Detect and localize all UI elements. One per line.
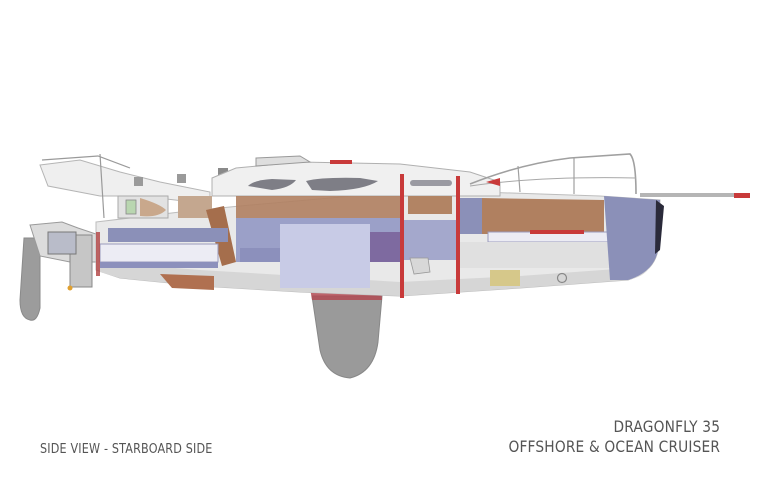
rudder bbox=[19, 237, 41, 321]
model-subtitle: OFFSHORE & OCEAN CRUISER bbox=[508, 437, 720, 456]
bowsprit bbox=[640, 193, 750, 197]
view-label: SIDE VIEW - STARBOARD SIDE bbox=[40, 442, 213, 457]
head-compartment bbox=[404, 220, 456, 260]
portlight bbox=[410, 180, 452, 186]
stern-bulkhead bbox=[96, 232, 100, 276]
forward-bulkhead bbox=[456, 176, 460, 294]
deckhouse-window-2 bbox=[306, 177, 378, 191]
cockpit-equipment bbox=[125, 199, 137, 215]
aft-cabin-berth-base bbox=[100, 262, 218, 268]
title-block: DRAGONFLY 35 OFFSHORE & OCEAN CRUISER bbox=[474, 417, 720, 457]
bow-stem bbox=[655, 200, 664, 254]
deckhouse-window-1 bbox=[248, 179, 296, 190]
aft-cabin-berth bbox=[99, 243, 219, 263]
stern-pulpit bbox=[41, 153, 131, 219]
forecabin-locker bbox=[490, 270, 520, 286]
saloon-woodwork bbox=[236, 196, 400, 218]
aft-cabin-ceiling bbox=[108, 228, 228, 242]
saloon-sole bbox=[240, 248, 280, 262]
outboard-bracket bbox=[47, 231, 77, 255]
stanchions bbox=[517, 158, 575, 194]
mast-step-marker bbox=[330, 160, 352, 164]
lifeline bbox=[469, 177, 637, 187]
head-toilet bbox=[409, 257, 431, 275]
winch-1 bbox=[134, 177, 143, 186]
winch-2 bbox=[177, 174, 186, 183]
cockpit-wheel-well bbox=[140, 198, 166, 217]
main-bulkhead bbox=[400, 174, 404, 298]
forecabin-woodwork bbox=[480, 198, 604, 234]
bowsprit-tip bbox=[734, 193, 750, 198]
aft-cabin-locker bbox=[160, 274, 214, 290]
hull-through-fitting bbox=[556, 272, 568, 284]
forward-hatch bbox=[486, 178, 500, 186]
galley-woodwork bbox=[408, 196, 452, 214]
saloon-table-volume bbox=[280, 224, 370, 288]
anchor-locker bbox=[604, 196, 660, 280]
guard-rail bbox=[469, 153, 637, 195]
companionway-hatch bbox=[255, 155, 312, 167]
forecabin-ceiling bbox=[460, 198, 482, 234]
forecabin-sole bbox=[460, 242, 610, 268]
model-title: DRAGONFLY 35 bbox=[613, 417, 720, 436]
saloon-settee bbox=[370, 232, 402, 262]
engine-detail bbox=[67, 285, 73, 291]
forecabin-shelf-red bbox=[530, 230, 584, 234]
aft-cabin-woodwork bbox=[178, 196, 212, 218]
keel-fin bbox=[311, 295, 383, 379]
